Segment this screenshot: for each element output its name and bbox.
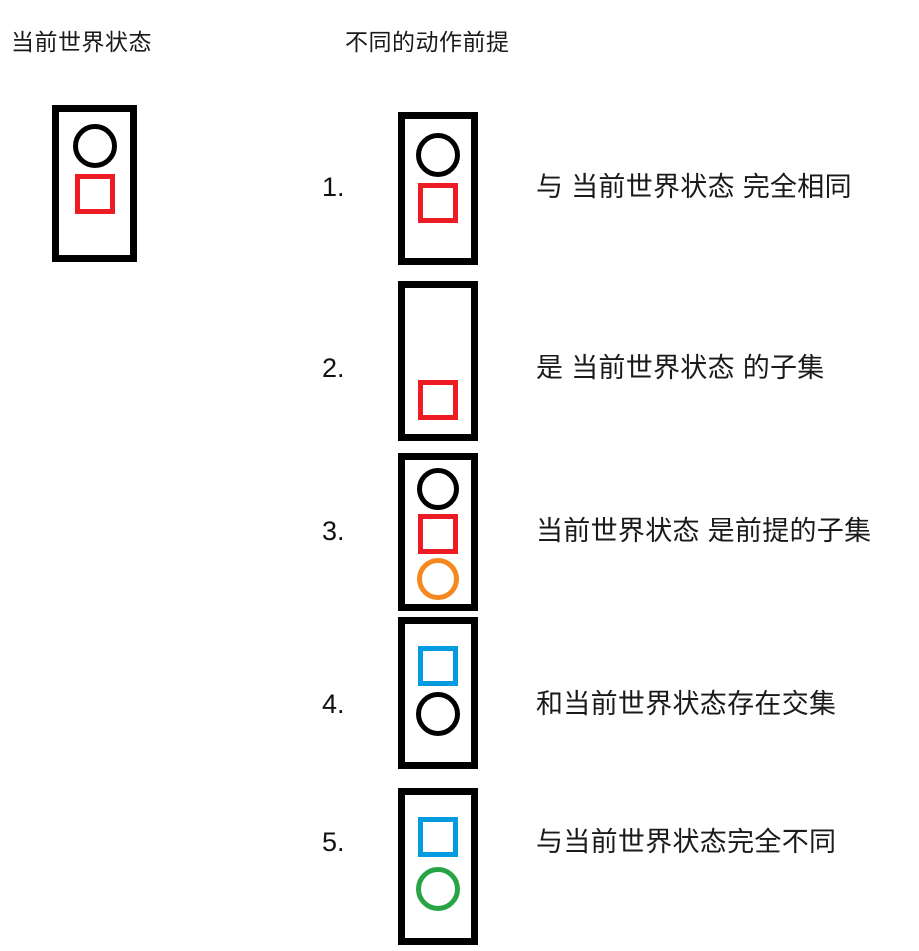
precondition-index-2: 2. xyxy=(322,353,345,383)
precondition-4-square-icon-1 xyxy=(418,646,458,686)
precondition-index-5: 5. xyxy=(322,827,345,857)
precondition-box-1 xyxy=(398,112,478,265)
precondition-box-4 xyxy=(398,617,478,769)
preconditions-heading: 不同的动作前提 xyxy=(345,29,510,55)
precondition-5-square-icon-1 xyxy=(418,817,458,857)
precondition-description-4: 和当前世界状态存在交集 xyxy=(536,689,837,719)
precondition-shape-stack-3 xyxy=(405,468,471,600)
precondition-shape-stack-2 xyxy=(405,380,471,420)
precondition-3-circle-icon-3 xyxy=(417,558,459,600)
precondition-2-square-icon-1 xyxy=(418,380,458,420)
precondition-box-3 xyxy=(398,453,478,611)
precondition-1-circle-icon-1 xyxy=(416,133,460,177)
current-state-shape-stack xyxy=(59,124,130,214)
precondition-index-4: 4. xyxy=(322,689,345,719)
precondition-index-1: 1. xyxy=(322,172,345,202)
precondition-description-2: 是 当前世界状态 的子集 xyxy=(536,353,825,383)
current-state-box xyxy=(52,105,137,262)
precondition-3-circle-icon-1 xyxy=(417,468,459,510)
current-state-heading: 当前世界状态 xyxy=(11,29,152,55)
precondition-1-square-icon-2 xyxy=(418,183,458,223)
precondition-description-3: 当前世界状态 是前提的子集 xyxy=(536,516,872,546)
precondition-4-circle-icon-2 xyxy=(416,692,460,736)
precondition-description-5: 与当前世界状态完全不同 xyxy=(536,827,837,857)
precondition-index-3: 3. xyxy=(322,516,345,546)
precondition-shape-stack-1 xyxy=(405,133,471,223)
current-state-circle-icon-1 xyxy=(72,124,117,168)
precondition-shape-stack-5 xyxy=(405,817,471,911)
precondition-shape-stack-4 xyxy=(405,646,471,736)
precondition-5-circle-icon-2 xyxy=(416,867,460,911)
current-state-square-icon-2 xyxy=(74,174,115,214)
precondition-3-square-icon-2 xyxy=(418,514,458,554)
precondition-box-2 xyxy=(398,281,478,441)
precondition-box-5 xyxy=(398,788,478,945)
precondition-description-1: 与 当前世界状态 完全相同 xyxy=(536,172,852,202)
